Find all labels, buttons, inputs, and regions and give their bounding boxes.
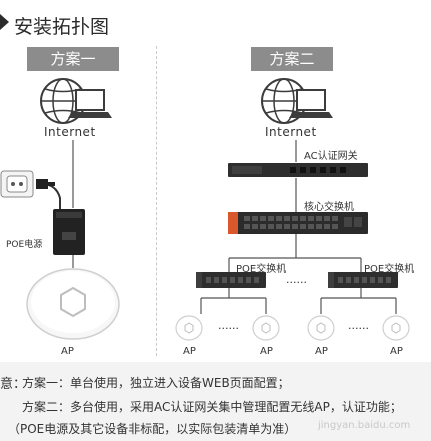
- core-switch-device: [228, 212, 368, 234]
- ap-ellipsis-left: ······: [218, 322, 239, 335]
- notes-panel: 意： 方案一：单台使用，独立进入设备WEB页面配置； 方案二：多台使用，采用AC…: [0, 362, 431, 441]
- note-line-3: （POE电源及其它设备非标配，以实际包装清单为准）: [8, 422, 297, 436]
- poe-switch-left-device: [196, 272, 266, 288]
- scheme2-label: 方案二: [251, 47, 333, 71]
- ap-label-4: AP: [390, 346, 403, 357]
- watermark: jingyan.baidu.com: [318, 420, 411, 431]
- title-bar: 安装拓扑图: [0, 0, 431, 44]
- internet-globe-icon: [40, 78, 112, 124]
- ap-icon-3: [307, 315, 335, 341]
- ap-icon-4: [382, 315, 410, 341]
- ceiling-ap-icon: [26, 268, 120, 340]
- poe-adapter-icon: [53, 209, 85, 255]
- scheme2-connections: [200, 140, 397, 314]
- poe-power-label: POE电源: [6, 240, 43, 250]
- ac-gateway-label: AC认证网关: [304, 151, 358, 162]
- page-title: 安装拓扑图: [14, 16, 110, 38]
- ac-gateway-device: [228, 163, 368, 177]
- poe-switch-right-device: [328, 272, 398, 288]
- power-outlet-icon: [0, 170, 34, 198]
- scheme2-internet-label: Internet: [265, 125, 317, 139]
- notes-prefix: 意：: [0, 377, 27, 392]
- ap-label-3: AP: [315, 346, 328, 357]
- ap-label-1: AP: [183, 346, 196, 357]
- note-line-2: 方案二：多台使用，采用AC认证网关集中管理配置无线AP，认证功能；: [22, 400, 402, 414]
- poe-switch-left-label: POE交换机: [236, 264, 287, 275]
- poe-switch-right-label: POE交换机: [364, 264, 415, 275]
- ap-ellipsis-right: ······: [348, 322, 369, 335]
- note-line-1: 方案一：单台使用，独立进入设备WEB页面配置；: [22, 376, 290, 390]
- internet-globe-icon: [261, 78, 333, 124]
- arrow-bullet-icon: [0, 14, 9, 30]
- power-plug-icon: [36, 179, 55, 189]
- ap-label-2: AP: [260, 346, 273, 357]
- switch-ellipsis: ······: [286, 276, 307, 289]
- scheme1-internet-label: Internet: [44, 125, 96, 139]
- ap-icon-2: [252, 315, 280, 341]
- ap-icon-1: [175, 315, 203, 341]
- scheme-divider: [156, 46, 157, 356]
- core-switch-label: 核心交换机: [304, 202, 354, 213]
- scheme1-label: 方案一: [27, 47, 119, 71]
- scheme1-ap-label: AP: [61, 346, 74, 357]
